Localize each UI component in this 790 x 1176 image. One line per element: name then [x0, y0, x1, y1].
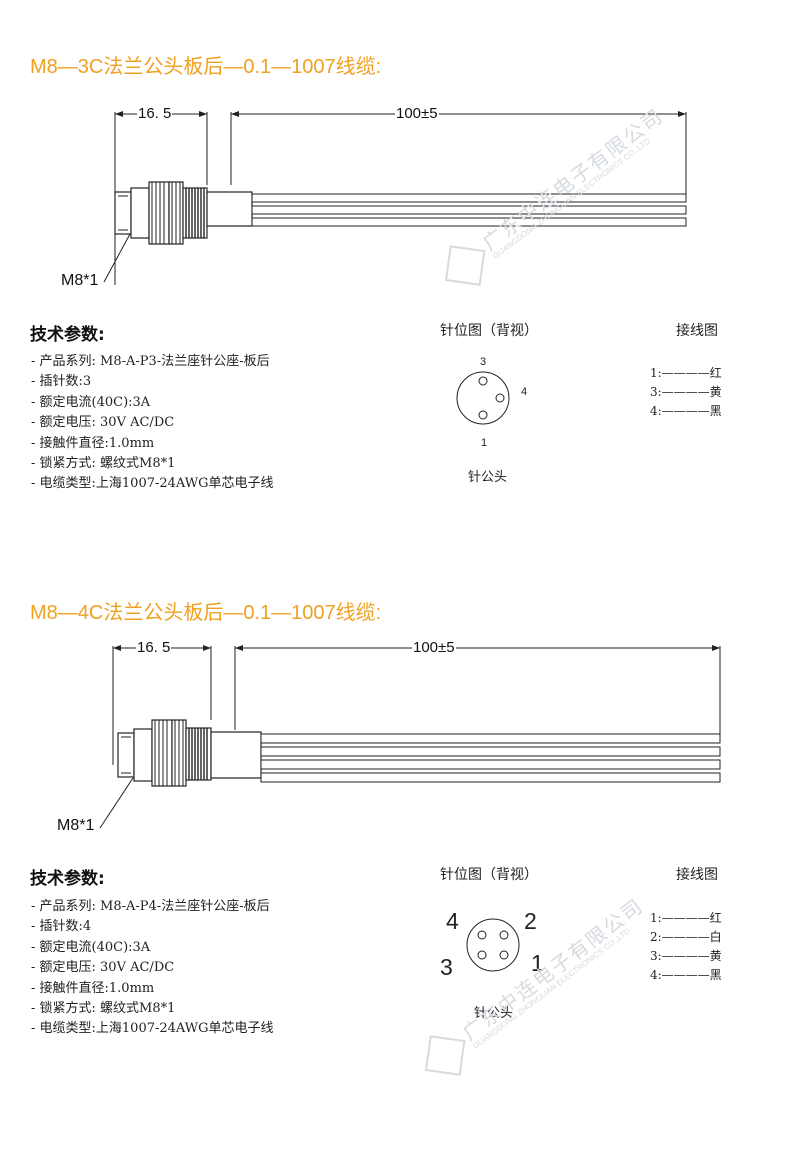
spec-item: - 接触件直径:1.0mm [31, 435, 155, 451]
pin-caption: 针公头 [468, 470, 508, 485]
wiring-item: 1:————红 [650, 911, 722, 925]
dimension-length-left: 16. 5 [137, 105, 173, 122]
pin-label-3: 3 [440, 954, 453, 980]
spec-item: - 额定电流(40C):3A [31, 939, 151, 955]
pin-diagram-heading: 针位图（背视） [440, 867, 538, 883]
thread-label: M8*1 [60, 272, 100, 289]
pin-label-3: 3 [480, 356, 487, 368]
spec-heading: 技术参数: [30, 869, 105, 889]
pin-label-4: 4 [446, 908, 459, 934]
wiring-item: 3:————黄 [650, 949, 722, 963]
dimension-length-cable: 100±5 [395, 105, 439, 122]
wiring-heading: 接线图 [676, 867, 718, 883]
wiring-item: 2:————白 [650, 930, 722, 944]
wiring-item: 4:————黑 [650, 968, 722, 982]
spec-item: - 额定电流(40C):3A [31, 394, 151, 410]
wiring-item: 4:————黑 [650, 404, 722, 418]
spec-item: - 产品系列: M8-A-P4-法兰座针公座-板后 [31, 899, 270, 914]
pin-diagram-4pin [466, 918, 520, 972]
wiring-list: 1:————红 2:————白 3:————黄 4:————黑 [650, 909, 722, 985]
connector-drawing-1 [103, 111, 687, 285]
wiring-list: 1:————红 3:————黄 4:————黑 [650, 364, 722, 421]
dimension-length-left: 16. 5 [136, 639, 172, 656]
pin-label-1: 1 [531, 950, 544, 976]
thread-label: M8*1 [56, 817, 96, 834]
pin-diagram-heading: 针位图（背视） [440, 323, 538, 339]
wiring-heading: 接线图 [676, 323, 718, 339]
pin-caption: 针公头 [474, 1006, 514, 1021]
pin-label-4: 4 [521, 386, 528, 398]
dimension-length-cable: 100±5 [412, 639, 456, 656]
spec-item: - 插针数:4 [31, 919, 92, 935]
section-2-title: M8—4C法兰公头板后—0.1—1007线缆: [30, 602, 382, 624]
spec-item: - 电缆类型:上海1007-24AWG单芯电子线 [31, 476, 274, 492]
spec-item: - 额定电压: 30V AC/DC [31, 960, 175, 976]
spec-item: - 产品系列: M8-A-P3-法兰座针公座-板后 [31, 354, 270, 369]
spec-item: - 接触件直径:1.0mm [31, 980, 155, 996]
section-1-title: M8—3C法兰公头板后—0.1—1007线缆: [30, 56, 382, 78]
wiring-item: 1:————红 [650, 366, 722, 380]
wiring-item: 3:————黄 [650, 385, 722, 399]
spec-item: - 锁紧方式: 螺纹式M8*1 [31, 1001, 176, 1017]
spec-list: - 产品系列: M8-A-P3-法兰座针公座-板后 - 插针数:3 - 额定电流… [31, 352, 274, 495]
watermark-logo-icon [424, 1035, 466, 1076]
spec-list: - 产品系列: M8-A-P4-法兰座针公座-板后 - 插针数:4 - 额定电流… [31, 897, 274, 1040]
spec-item: - 额定电压: 30V AC/DC [31, 415, 175, 431]
connector-drawing-2 [99, 645, 721, 829]
pin-label-2: 2 [524, 908, 537, 934]
pin-label-1: 1 [481, 437, 488, 449]
spec-heading: 技术参数: [30, 325, 105, 345]
spec-item: - 锁紧方式: 螺纹式M8*1 [31, 456, 176, 472]
spec-item: - 插针数:3 [31, 374, 92, 390]
pin-diagram-3pin [456, 371, 510, 425]
spec-item: - 电缆类型:上海1007-24AWG单芯电子线 [31, 1021, 274, 1037]
